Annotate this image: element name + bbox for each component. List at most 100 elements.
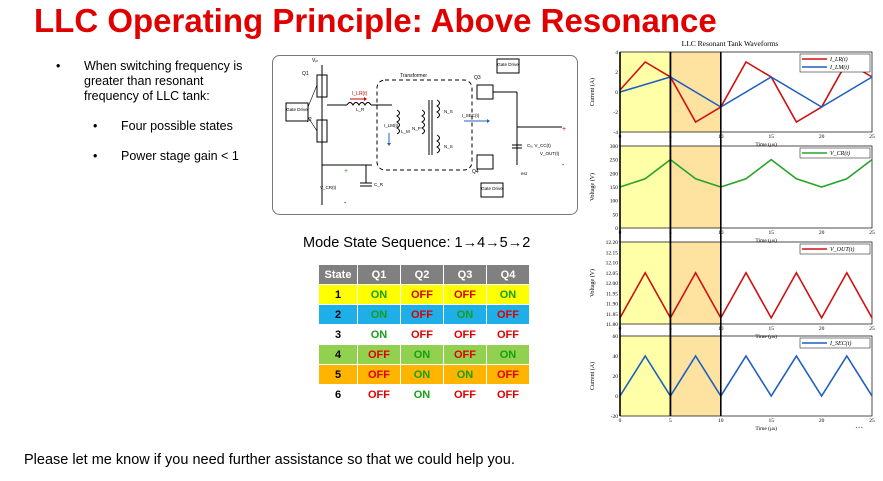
y-tick-label: 40 [613,354,619,360]
x-tick-label: 25 [869,134,875,140]
lr-label: L_R [356,107,365,112]
y-tick-label: 11.95 [606,291,618,297]
bullet-symbol: • [56,59,61,73]
data-point [745,61,747,63]
gate-drive-top: Gate Drive [497,62,519,67]
x-tick-label: 10 [718,418,724,424]
data-point [644,272,646,274]
y-tick-label: 12.15 [606,250,619,256]
legend-box [799,147,871,159]
data-point [770,317,772,319]
vcr-minus: - [344,200,347,207]
switch-state-q3: OFF [443,324,487,345]
shaded-region [620,52,671,132]
switch-state-q4: OFF [486,304,530,325]
legend-box [799,337,871,349]
header-state: State [318,264,358,285]
data-point [821,186,823,188]
switch-state-q3: ON [443,304,487,325]
out-plus: + [562,126,566,133]
x-tick-label: 5 [669,418,672,424]
y-tick-label: 200 [610,171,619,177]
switch-state-q4: ON [486,344,530,365]
y-axis-label: Current (A) [589,78,596,106]
footer-text: Please let me know if you need further a… [24,452,515,468]
x-tick-label: 20 [819,134,825,140]
transformer-label: Transformer [400,73,427,79]
data-point [871,76,873,78]
switch-state-q4: ON [486,284,530,305]
switch-state-q4: OFF [486,324,530,345]
data-point [795,272,797,274]
ns1-label: N_S [444,109,453,114]
y-axis-label: Voltage (V) [589,173,596,201]
shaded-region [620,242,671,324]
slide-title: LLC Operating Principle: Above Resonance [34,2,717,39]
y-tick-label: 300 [610,144,619,150]
bullet-2: • Four possible states [93,119,233,134]
data-point [695,121,697,123]
esr-label: esr [521,171,528,176]
vin-label: Vᵢₙ [312,58,318,64]
ilm-label: I_LM(t) [384,123,399,128]
header-q2: Q2 [400,264,444,285]
cr-label: C_R [374,182,384,187]
q3-label: Q3 [474,75,481,81]
lm-label: L_M [401,129,410,134]
switch-state-q1: ON [357,284,401,305]
x-axis-label: Time (μs) [755,141,777,148]
data-point [644,355,646,357]
state-table-header: State Q1 Q2 Q3 Q4 [318,264,530,285]
y-tick-label: 60 [613,334,619,340]
data-point [695,178,697,180]
ilr-label: I_LR(t) [352,91,368,97]
shaded-region [670,146,721,228]
switch-state-q2: OFF [400,304,444,325]
bullet-text: Four possible states [121,119,233,133]
shaded-region [620,336,671,416]
y-tick-label: -4 [613,130,618,136]
switch-state-q3: OFF [443,284,487,305]
shaded-region [670,336,721,416]
switch-state-q1: OFF [357,384,401,405]
switch-state-q3: OFF [443,344,487,365]
data-point [871,159,873,161]
y-tick-label: -20 [611,414,619,420]
switch-state-q1: OFF [357,344,401,365]
y-tick-label: 12.10 [606,261,619,267]
legend-label: I_LR(t) [829,56,848,63]
data-point [695,272,697,274]
switch-state-q4: OFF [486,364,530,385]
data-point [770,159,772,161]
q4-label: Q4 [472,169,479,175]
y-tick-label: 2 [615,70,618,76]
switch-state-q2: OFF [400,284,444,305]
header-q3: Q3 [443,264,487,285]
y-axis-label: Current (A) [589,362,596,390]
gate-drive-left: Gate Drive [286,107,308,112]
y-tick-label: 250 [610,158,619,164]
legend-label: I_LM(t) [829,64,849,71]
x-tick-label: 25 [869,230,875,236]
y-tick-label: 0 [615,90,618,96]
switch-state-q2: ON [400,384,444,405]
legend-label: V_OUT(t) [830,246,854,253]
header-q1: Q1 [357,264,401,285]
bullet-text: Power stage gain < 1 [121,149,239,163]
state-number: 1 [318,284,358,305]
out-minus: - [562,162,565,169]
np-label: N_P [412,126,421,131]
y-tick-label: 12.05 [606,271,619,277]
data-point [795,355,797,357]
switch-state-q3: ON [443,364,487,385]
switch-state-q2: OFF [400,324,444,345]
shaded-region [670,242,721,324]
q1-label: Q1 [302,71,309,77]
x-tick-label: 25 [869,418,875,424]
bullet-text: When switching frequency is greater than… [84,59,243,103]
series-line [619,76,873,108]
state-number: 4 [318,344,358,365]
